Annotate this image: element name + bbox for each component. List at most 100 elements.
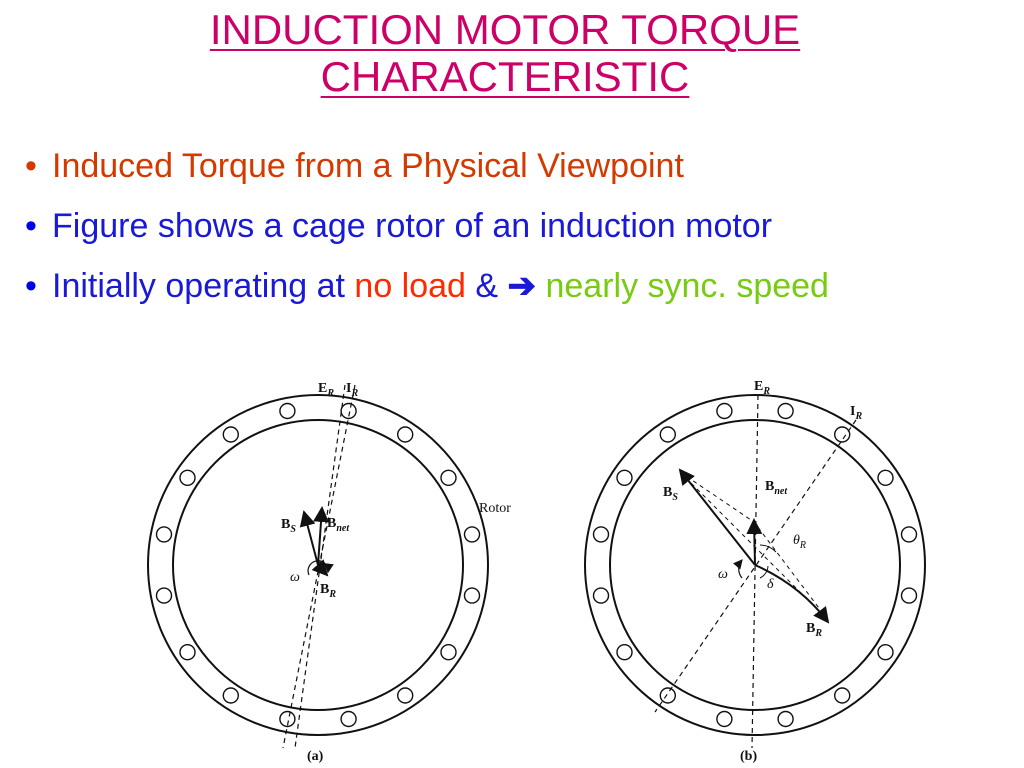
right-arrow-icon: ➔ [507, 267, 537, 305]
rotor-bar [716, 710, 733, 728]
rotor-bar [155, 526, 173, 543]
rotor-label: Rotor [479, 501, 511, 516]
bullet-dot-icon: • [25, 267, 37, 305]
bullet-item: • Figure shows a cage rotor of an induct… [25, 205, 1020, 247]
fig-a-bs-sub: S [290, 524, 296, 535]
svg-text:θR: θR [793, 533, 806, 551]
fig-b-e-label: E [754, 379, 763, 394]
rotor-bar [463, 526, 481, 543]
title-line-2: CHARACTERISTIC [320, 53, 690, 100]
fig-b-bs-label: B [663, 485, 672, 500]
figure-a: ER IR BS Bnet BR ω Rotor (a) [147, 381, 511, 764]
rotor-bar [279, 710, 296, 728]
rotor-bar [834, 426, 851, 443]
fig-b-bs-sub: S [672, 492, 678, 503]
svg-text:IR: IR [850, 404, 862, 422]
rotor-bar [659, 426, 676, 443]
rotor-bar [716, 402, 733, 420]
fig-a-i-label: I [346, 381, 351, 396]
svg-text:Bnet: Bnet [327, 516, 350, 534]
bnet-vector [313, 506, 330, 566]
rotor-bar [777, 402, 794, 420]
svg-text:Bnet: Bnet [765, 479, 788, 497]
figure-b: ER IR BS Bnet BR θR δ ω (b) [584, 379, 926, 764]
bullet-text: Induced Torque from a Physical Viewpoint [52, 147, 684, 185]
rotor-bar [155, 587, 173, 604]
rotor-bar [659, 687, 676, 704]
parallelogram-line [679, 471, 755, 523]
fig-b-theta-label: θ [793, 533, 800, 548]
rotor-bar [877, 644, 894, 661]
bullet-text: Initially operating at [52, 267, 355, 305]
title-line-1: INDUCTION MOTOR TORQUE [209, 6, 801, 53]
ampersand-text: & [465, 267, 508, 305]
rotor-bar [222, 687, 240, 704]
fig-a-br-sub: R [328, 589, 336, 600]
bullet-text: Figure shows a cage rotor of an inductio… [52, 207, 773, 245]
fig-b-i-sub: R [854, 411, 862, 422]
rotor-inner-ring [172, 419, 464, 711]
fig-a-br-label: B [320, 582, 329, 597]
e-r-axis-line [751, 394, 759, 749]
fig-b-bnet-sub: net [774, 486, 788, 497]
parallelogram-line [753, 521, 829, 621]
omega-arrow-icon [732, 559, 743, 579]
fig-b-br-label: B [806, 621, 815, 636]
rotor-bar [463, 587, 481, 604]
bs-vector [678, 468, 756, 566]
omega-arrow-icon [307, 560, 334, 576]
svg-text:BR: BR [806, 621, 822, 639]
svg-text:BR: BR [320, 582, 336, 600]
bullet-list: • Induced Torque from a Physical Viewpoi… [25, 145, 1020, 325]
bnet-vector [746, 518, 763, 566]
fig-a-e-sub: R [326, 388, 334, 399]
fig-a-bnet-label: B [327, 516, 336, 531]
fig-b-theta-sub: R [799, 540, 806, 551]
fig-a-e-label: E [318, 381, 327, 396]
fig-b-br-sub: R [814, 628, 822, 639]
svg-text:ER: ER [318, 381, 334, 399]
rotor-bars [155, 402, 481, 728]
bullet-dot-icon: • [25, 147, 37, 185]
bs-vector [299, 510, 319, 566]
bullet-item: • Induced Torque from a Physical Viewpoi… [25, 145, 1020, 187]
slide-title: INDUCTION MOTOR TORQUE CHARACTERISTIC [0, 6, 1010, 100]
bullet-dot-icon: • [25, 207, 37, 245]
rotor-bar [900, 587, 918, 604]
svg-text:IR: IR [346, 381, 358, 399]
rotor-bar [592, 526, 610, 543]
rotor-bar [397, 426, 414, 443]
rotor-bar [777, 710, 794, 728]
rotor-outer-ring [584, 394, 926, 736]
rotor-bar [340, 710, 357, 728]
rotor-bar [279, 402, 296, 420]
rotor-bar [592, 587, 610, 604]
delta-arc [759, 565, 769, 579]
fig-b-delta-label: δ [767, 577, 774, 592]
fig-b-e-sub: R [762, 386, 770, 397]
rotor-bar [222, 426, 240, 443]
rotor-outer-ring [147, 394, 489, 736]
rotor-bar [834, 687, 851, 704]
fig-b-bnet-label: B [765, 479, 774, 494]
sync-speed-text: nearly sync. speed [536, 267, 829, 305]
svg-text:BS: BS [663, 485, 678, 503]
fig-b-caption: (b) [740, 749, 757, 764]
rotor-bar [340, 402, 357, 420]
rotor-bars [592, 402, 918, 728]
rotor-bar [397, 687, 414, 704]
fig-b-i-label: I [850, 404, 855, 419]
fig-a-bnet-sub: net [336, 523, 350, 534]
rotor-bar [900, 526, 918, 543]
fig-a-caption: (a) [307, 749, 324, 764]
br-vector [311, 559, 329, 577]
rotor-bar [877, 469, 894, 486]
fig-a-i-sub: R [350, 388, 358, 399]
svg-text:ER: ER [754, 379, 770, 397]
rotor-bar [440, 644, 457, 661]
rotor-bar [179, 469, 196, 486]
theta-arc [759, 544, 777, 553]
fig-a-omega-label: ω [290, 570, 300, 585]
